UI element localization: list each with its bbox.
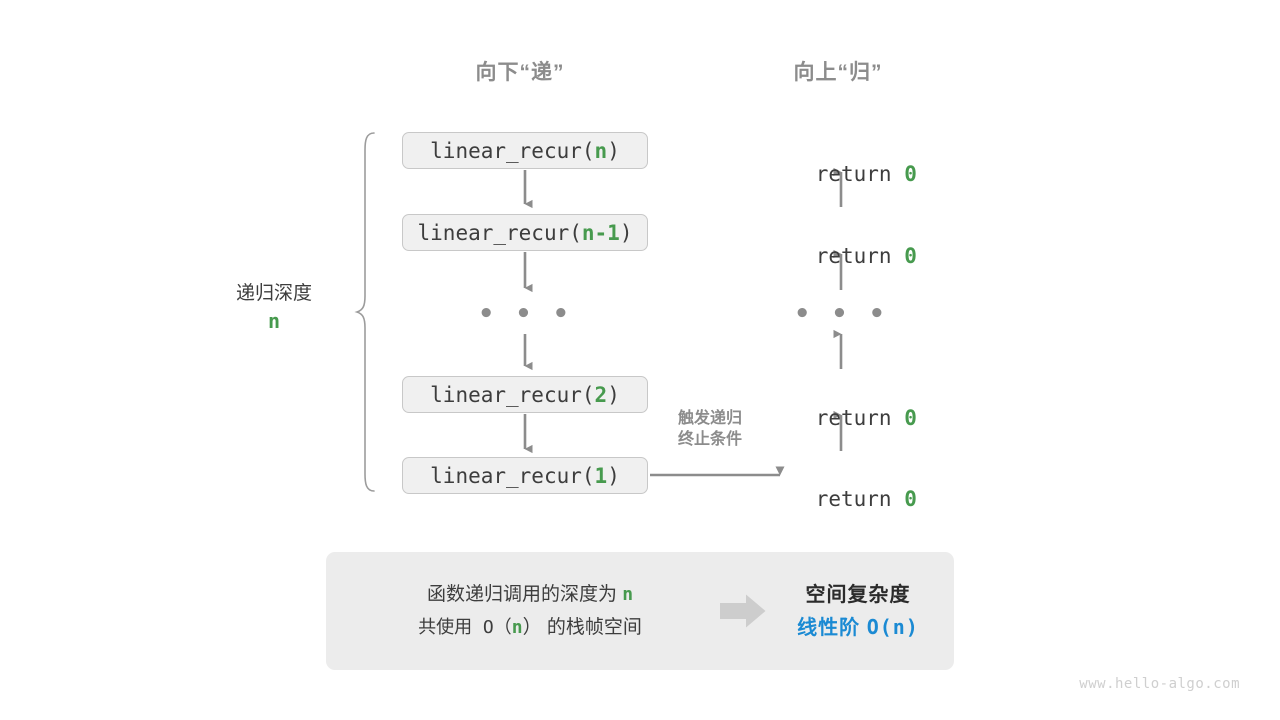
call-frame-prefix: linear_recur(	[430, 138, 595, 163]
depth-brace-icon	[354, 132, 375, 492]
call-frame-box[interactable]: linear_recur(1)	[402, 457, 648, 494]
summary-line-2: 共使用 O（n） 的栈帧空间	[360, 611, 700, 644]
call-frame-suffix: )	[607, 138, 620, 163]
termination-note-line2: 终止条件	[677, 431, 743, 448]
return-ellipsis: • • •	[794, 299, 888, 329]
summary-line-1-var: n	[622, 584, 634, 605]
right-arrow-icon	[720, 594, 766, 628]
return-statement: return 0	[765, 382, 917, 454]
summary-description: 函数递归调用的深度为 n 共使用 O（n） 的栈帧空间	[326, 578, 700, 644]
call-frame-suffix: )	[607, 382, 620, 407]
call-frame-arg: n	[594, 138, 608, 163]
call-frame-box[interactable]: linear_recur(2)	[402, 376, 648, 413]
header-ascend: 向上“归”	[793, 61, 883, 84]
summary-line-1: 函数递归调用的深度为 n	[360, 578, 700, 611]
call-frame-arg: n-1	[581, 220, 620, 245]
summary-line-1-text: 函数递归调用的深度为	[426, 584, 623, 605]
complexity-summary-panel: 函数递归调用的深度为 n 共使用 O（n） 的栈帧空间 空间复杂度 线性阶 O(…	[326, 552, 954, 670]
call-frame-arg: 1	[594, 463, 608, 488]
return-statement: return 0	[765, 138, 917, 210]
summary-arrow-container	[700, 594, 786, 628]
return-keyword: return	[815, 244, 905, 268]
header-descend: 向下“递”	[475, 61, 565, 84]
return-value: 0	[904, 162, 917, 186]
summary-line-2-var: n	[511, 617, 523, 638]
summary-line-2-pre: 共使用 O（	[418, 617, 512, 638]
return-keyword: return	[815, 406, 905, 430]
summary-conclusion-value-mono: O(n)	[866, 614, 919, 639]
call-frame-prefix: linear_recur(	[430, 463, 595, 488]
recursion-depth-value: n	[267, 309, 281, 333]
call-frame-box[interactable]: linear_recur(n-1)	[402, 214, 648, 251]
call-frame-prefix: linear_recur(	[430, 382, 595, 407]
watermark: www.hello-algo.com	[1079, 676, 1240, 692]
termination-condition-note: 触发递归 终止条件	[678, 408, 742, 450]
summary-conclusion-value: 线性阶 O(n)	[786, 611, 930, 644]
return-value: 0	[904, 487, 917, 511]
summary-conclusion: 空间复杂度 线性阶 O(n)	[786, 579, 954, 644]
call-frame-prefix: linear_recur(	[417, 220, 582, 245]
summary-line-2-post: ） 的栈帧空间	[522, 617, 642, 638]
return-value: 0	[904, 406, 917, 430]
summary-conclusion-value-text: 线性阶	[797, 616, 867, 639]
return-keyword: return	[815, 162, 905, 186]
return-statement: return 0	[765, 220, 917, 292]
recursion-depth-label: 递归深度 n	[236, 281, 312, 335]
return-value: 0	[904, 244, 917, 268]
return-keyword: return	[815, 487, 905, 511]
call-frame-suffix: )	[607, 463, 620, 488]
call-frame-box[interactable]: linear_recur(n)	[402, 132, 648, 169]
call-frame-arg: 2	[594, 382, 608, 407]
return-statement: return 0	[765, 463, 917, 535]
call-frame-suffix: )	[619, 220, 633, 245]
call-stack-ellipsis: • • •	[478, 299, 572, 329]
summary-conclusion-title: 空间复杂度	[805, 583, 911, 606]
termination-note-line1: 触发递归	[677, 410, 743, 427]
recursion-depth-text: 递归深度	[235, 283, 313, 304]
